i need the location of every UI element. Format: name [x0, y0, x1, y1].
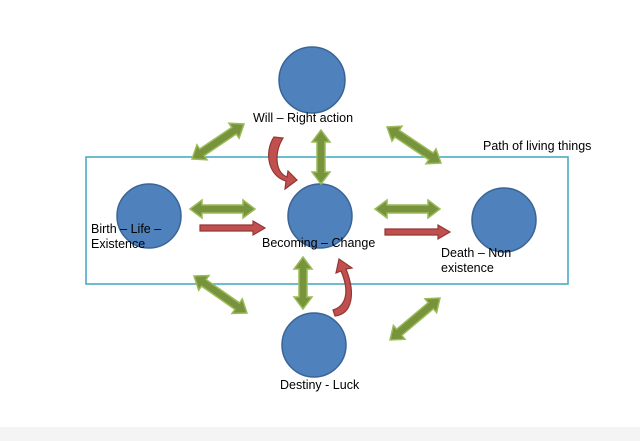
double-arrow-will-becoming: [310, 128, 332, 186]
double-arrow-birth-becoming: [188, 198, 257, 220]
label-path-of-living-things: Path of living things: [483, 139, 592, 153]
double-arrow-birth-destiny: [192, 274, 249, 315]
node-death: [471, 187, 537, 253]
living-things-frame: [85, 156, 569, 285]
node-birth: [116, 183, 182, 249]
node-will: [278, 46, 346, 114]
double-arrow-becoming-destiny: [292, 255, 314, 311]
red-arrow-becoming-to-death: [384, 223, 452, 241]
label-death: Death – Non existence: [441, 246, 512, 275]
double-arrow-death-destiny: [389, 297, 441, 341]
label-destiny: Destiny - Luck: [280, 378, 360, 392]
curved-arrow-will-to-becoming: [268, 136, 298, 191]
double-arrow-will-death: [385, 125, 443, 165]
red-arrow-birth-to-becoming: [199, 219, 267, 237]
label-becoming: Becoming – Change: [262, 236, 376, 250]
double-arrow-birth-will: [190, 122, 246, 161]
curved-arrow-destiny-to-becoming: [332, 257, 354, 317]
label-birth: Birth – Life – Existence: [91, 222, 162, 251]
bottom-strip: [0, 427, 640, 441]
double-arrow-becoming-death: [373, 198, 442, 220]
label-will: Will – Right action: [253, 111, 354, 125]
node-destiny: [281, 312, 347, 378]
node-becoming: [287, 183, 353, 249]
